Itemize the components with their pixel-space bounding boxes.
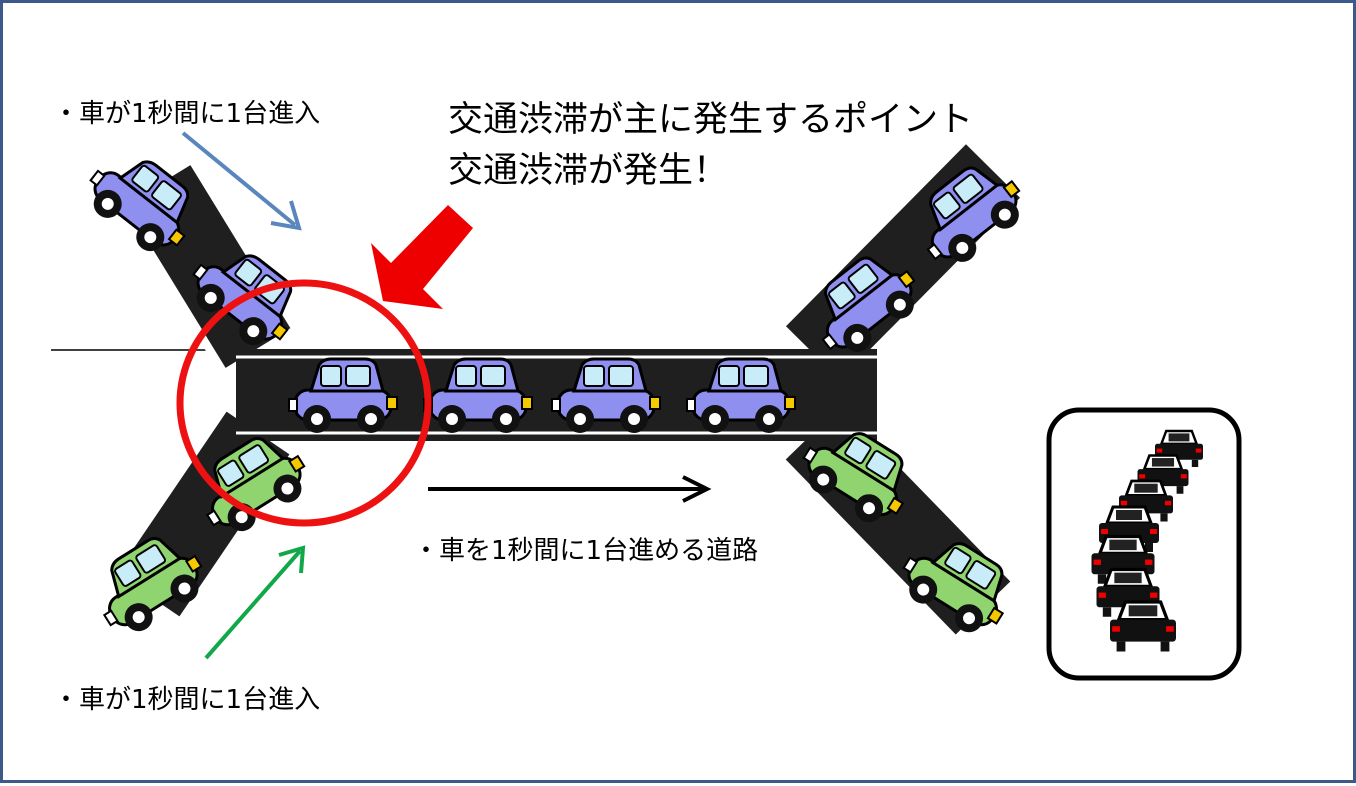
headline-jam-occurs: 交通渋滞が発生！: [448, 151, 729, 191]
road-capacity-label: ・車を1秒間に1台進める道路: [413, 536, 759, 566]
bottom-inflow-label: ・車が1秒間に1台進入: [53, 685, 321, 715]
traffic-merge-diagram: [51, 131, 1242, 681]
bottom-inflow-arrow: [204, 545, 306, 660]
top-inflow-arrow: [181, 131, 302, 231]
traffic-jam-icon: [1046, 407, 1242, 681]
headline-bottleneck-point: 交通渋滞が主に発生するポイント: [448, 100, 974, 140]
bottleneck-highlight-circle: [176, 279, 432, 527]
top-inflow-label: ・車が1秒間に1台進入: [53, 99, 321, 129]
flow-direction-arrow: [428, 475, 712, 503]
pointer-arrow-icon: [371, 205, 473, 309]
